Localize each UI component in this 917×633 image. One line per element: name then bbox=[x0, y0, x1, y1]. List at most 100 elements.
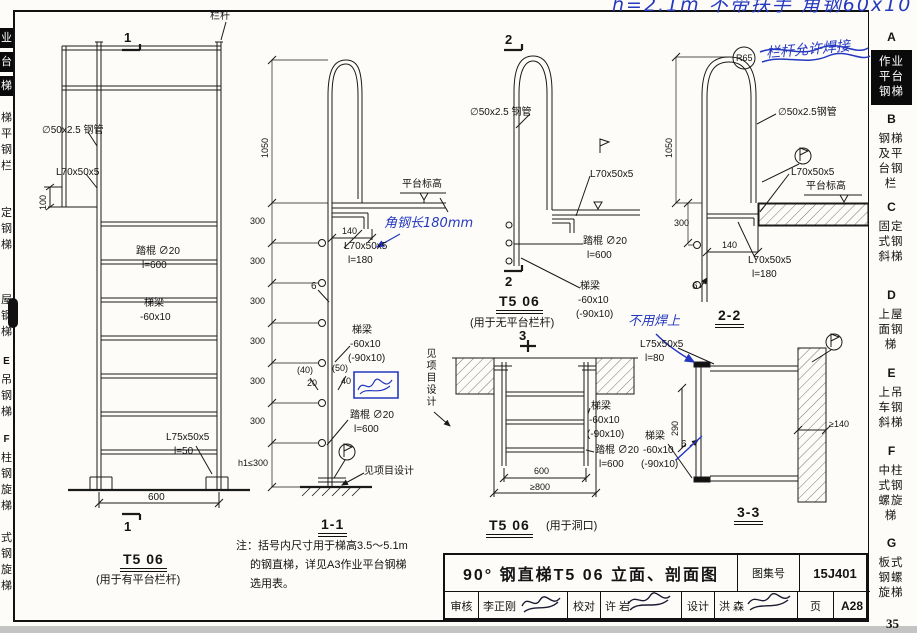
edge-block: 业 bbox=[0, 28, 13, 48]
dim-label: 300 bbox=[250, 336, 266, 346]
angle-label: L70x50x5 bbox=[590, 169, 634, 180]
dim-label: 600 bbox=[534, 466, 550, 476]
note-line: 注：括号内尺寸用于梯高3.5～5.1m bbox=[236, 540, 408, 552]
note-line: 的钢直梯，详见A3作业平台钢梯 bbox=[250, 559, 407, 571]
dim-label: 300 bbox=[250, 296, 266, 306]
dim-label: 20 bbox=[307, 378, 318, 388]
rung-label: 踏棍 ∅20 bbox=[595, 445, 639, 456]
sheet-title: 90° 钢直梯T5 06 立面、剖面图 bbox=[462, 567, 719, 584]
rung-label: 踏棍 ∅20 bbox=[583, 236, 627, 247]
tab-letter-e: E bbox=[887, 366, 896, 380]
tab-letter-c: C bbox=[887, 200, 896, 214]
section-cut-1: 1 bbox=[124, 30, 132, 45]
dim-label: (40) bbox=[297, 365, 314, 375]
edge-letter: E bbox=[3, 356, 10, 367]
drawing-title: T5 06 bbox=[496, 293, 543, 314]
weld-size-label: 6 bbox=[681, 439, 687, 450]
beam-alt-size-label: (-90x10) bbox=[348, 353, 386, 364]
page-number-cell: A28 bbox=[833, 591, 870, 619]
beam-size-label: -60x10 bbox=[589, 415, 620, 426]
edge-block: 台 bbox=[0, 52, 13, 72]
beam-alt-size-label: (-90x10) bbox=[641, 459, 679, 470]
beam-label: 梯梁 bbox=[580, 281, 600, 292]
rung-label: 踏棍 ∅20 bbox=[136, 246, 180, 257]
edge-item: 梯平钢栏 bbox=[1, 112, 12, 172]
dim-label: h1≤300 bbox=[238, 458, 268, 468]
dim-label: 40 bbox=[341, 376, 352, 386]
drawing-subtitle: (用于洞口) bbox=[546, 520, 598, 532]
dim-label: 300 bbox=[674, 218, 690, 228]
beam-label: 梯梁 bbox=[144, 298, 164, 309]
rung-length-label: l=600 bbox=[142, 260, 167, 271]
rung-length-label: l=600 bbox=[587, 250, 612, 261]
tab-letter-a: A bbox=[887, 30, 896, 44]
angle-label: L70x50x5 bbox=[791, 167, 835, 178]
dim-label: 140 bbox=[722, 240, 738, 250]
drawing-title: T5 06 bbox=[486, 517, 533, 538]
beam-size-label: -60x10 bbox=[350, 339, 381, 350]
pipe-label: ∅50x2.5钢管 bbox=[778, 107, 837, 118]
edge-letter: F bbox=[3, 434, 10, 445]
drawing-title: 1-1 bbox=[318, 516, 348, 537]
rail-label: 栏杆 bbox=[210, 11, 230, 22]
beam-label: 梯梁 bbox=[645, 431, 665, 442]
dim-label: (50) bbox=[332, 363, 349, 373]
review-label: 审核 bbox=[445, 591, 478, 619]
see-project-label: 见项目设计 bbox=[424, 348, 435, 408]
check-label: 校对 bbox=[567, 591, 600, 619]
drawing-subtitle: (用于有平台栏杆) bbox=[96, 574, 181, 586]
angle-label: L70x50x5 bbox=[344, 241, 388, 252]
tab-label-g: 板式钢螺旋梯 bbox=[878, 557, 904, 599]
left-page-edge: 业 台 梯 梯平钢栏 定钢梯 屋钢梯 E 吊钢梯 F 柱钢旋梯 式钢旋梯 bbox=[0, 0, 13, 633]
beam-size-label: -60x10 bbox=[643, 445, 674, 456]
handwritten-angle-note: 角钢长180mm bbox=[384, 216, 474, 231]
tab-letter-f: F bbox=[887, 444, 896, 458]
pipe-label: ∅50x2.5 钢管 bbox=[470, 107, 532, 118]
angle-label: L75x50x5 bbox=[640, 339, 684, 350]
edge-block: 梯 bbox=[0, 76, 13, 96]
title-block: 90° 钢直梯T5 06 立面、剖面图 图集号 15J401 审核 李正刚 校对… bbox=[443, 553, 870, 620]
rung-length-label: l=600 bbox=[354, 424, 379, 435]
angle-length-label: l=180 bbox=[752, 269, 777, 280]
handwritten-weld-note: 不用焊上 bbox=[628, 314, 681, 329]
dim-label: 600 bbox=[148, 492, 165, 503]
edge-item: 式钢旋梯 bbox=[1, 532, 12, 592]
radius-label: R65 bbox=[736, 53, 753, 63]
edge-item: 吊钢梯 bbox=[1, 374, 12, 418]
beam-alt-size-label: (-90x10) bbox=[576, 309, 614, 320]
tab-label-e: 上吊车钢斜梯 bbox=[878, 387, 904, 429]
foot-angle-label: L75x50x5 bbox=[166, 432, 210, 443]
section-cut-1: 1 bbox=[124, 519, 132, 534]
atlas-number-label: 图集号 bbox=[737, 555, 799, 591]
tab-label-b: 钢梯及平台钢栏 bbox=[878, 133, 904, 190]
angle-label: L70x50x5 bbox=[56, 167, 100, 178]
scan-shadow bbox=[0, 626, 917, 633]
dim-label: 300 bbox=[250, 416, 266, 426]
beam-size-label: -60x10 bbox=[140, 312, 171, 323]
sheet-page-number: 35 bbox=[886, 616, 899, 631]
check-name: 许 岩 bbox=[600, 591, 681, 619]
foot-length-label: l=50 bbox=[174, 446, 194, 457]
dim-label: 140 bbox=[342, 226, 358, 236]
angle-length-label: l=80 bbox=[645, 353, 665, 364]
note-line: 选用表。 bbox=[250, 578, 294, 590]
beam-size-label: -60x10 bbox=[578, 295, 609, 306]
drawing-title: T5 06 bbox=[120, 551, 167, 572]
ink-smudge bbox=[8, 298, 18, 328]
drawing-subtitle: (用于无平台栏杆) bbox=[470, 317, 555, 329]
tab-label-a: 作业平台钢梯 bbox=[871, 50, 912, 105]
design-label: 设计 bbox=[681, 591, 714, 619]
handwritten-top-note: h=2.1m 不带扶手 角钢60x10 bbox=[612, 0, 913, 16]
angle-label: L70x50x5 bbox=[748, 255, 792, 266]
rung-label: 踏棍 ∅20 bbox=[350, 410, 394, 421]
platform-level-label: 平台标高 bbox=[402, 179, 442, 190]
edge-item: 屋钢梯 bbox=[1, 294, 12, 338]
dim-label: 300 bbox=[250, 216, 266, 226]
dim-label: 300 bbox=[250, 376, 266, 386]
tab-label-c: 固定式钢斜梯 bbox=[878, 221, 904, 263]
section-cut-2: 2 bbox=[505, 32, 513, 47]
platform-level-label: 平台标高 bbox=[806, 181, 846, 192]
section-tab-strip: A 作业平台钢梯 B 钢梯及平台钢栏 C 固定式钢斜梯 D 上屋面钢梯 E 上吊… bbox=[869, 0, 914, 633]
see-project-label: 见项目设计 bbox=[364, 466, 414, 477]
